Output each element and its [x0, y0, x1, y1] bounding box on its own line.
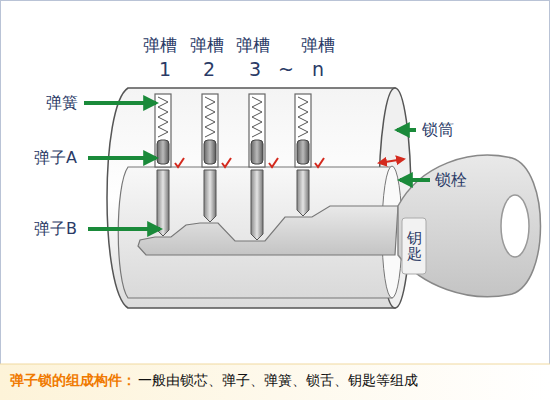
part-label: 锁栓	[435, 170, 467, 191]
check-mark	[315, 158, 324, 167]
pin-slot	[202, 94, 218, 167]
slot-label: 弹槽	[190, 34, 224, 57]
key-label: 钥匙	[407, 230, 422, 263]
driver-pin	[297, 140, 309, 164]
caption-body: 一般由锁芯、弹子、弹簧、锁舌、钥匙等组成	[138, 372, 418, 390]
key-pin	[297, 170, 309, 216]
part-label: 弹簧	[46, 93, 78, 114]
caption-heading: 弹子锁的组成构件：	[10, 372, 136, 390]
slot-number: n	[312, 58, 324, 80]
spring-coil	[205, 97, 215, 137]
check-mark	[222, 158, 231, 167]
check-mark	[175, 158, 184, 167]
part-label: 弹子B	[34, 219, 77, 240]
slot-number: 2	[203, 58, 215, 80]
driver-pin	[204, 140, 216, 164]
pin-slot	[295, 94, 311, 167]
slot-label: 弹槽	[143, 34, 177, 57]
driver-pin	[157, 140, 169, 164]
slot-number: 3	[249, 58, 261, 80]
spring-coil	[158, 97, 168, 137]
key-pin	[157, 170, 169, 236]
check-mark	[269, 158, 278, 167]
pin-slot	[249, 94, 265, 167]
spring-coil	[298, 97, 308, 137]
slot-number: 1	[159, 58, 171, 80]
slot-label: 弹槽	[301, 34, 335, 57]
spring-coil	[252, 97, 262, 137]
pin-slot	[155, 94, 171, 167]
key-pin	[204, 170, 216, 222]
driver-pin	[251, 140, 263, 164]
slot-label: 弹槽	[236, 34, 270, 57]
key-pin	[251, 170, 263, 240]
slot-number: ~	[278, 58, 294, 80]
part-label: 锁筒	[422, 120, 454, 141]
part-label: 弹子A	[34, 148, 77, 169]
